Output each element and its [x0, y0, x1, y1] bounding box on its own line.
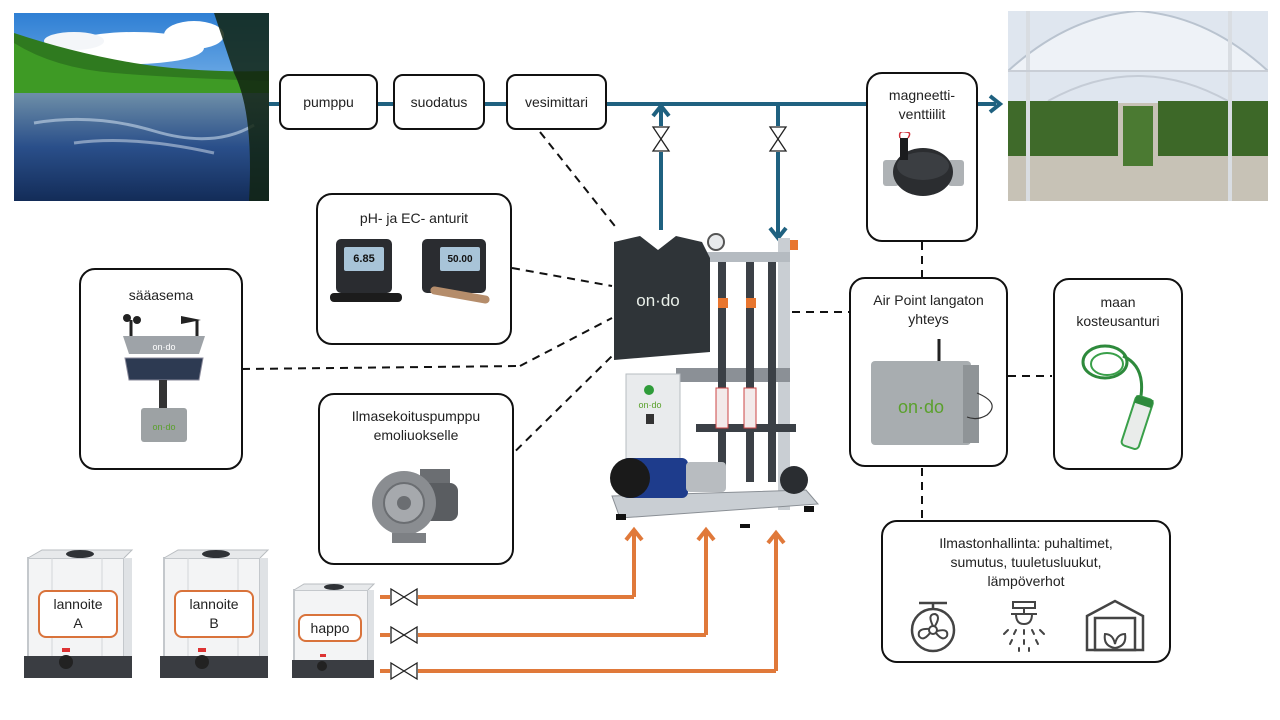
- valve-icon[interactable]: [651, 126, 671, 152]
- weather-station-image: on·do on·do: [123, 314, 205, 442]
- air-point-title-line2: yhteys: [908, 311, 949, 327]
- ph-reading: 6.85: [344, 247, 384, 271]
- soil-moisture-sensor-box[interactable]: maan kosteusanturi: [1053, 278, 1183, 470]
- water-outlet-arrow: [988, 94, 1004, 114]
- solenoid-valves-title-line1: magneetti-: [888, 87, 956, 103]
- weather-station-title: sääasema: [128, 287, 194, 303]
- chemical-lines: [380, 526, 786, 673]
- ec-reading: 50.00: [440, 247, 480, 271]
- tank-label-line2: A: [73, 615, 83, 631]
- climate-title-line2: sumutus, tuuletusluukut,: [950, 554, 1102, 570]
- lake-photo: [14, 13, 269, 201]
- air-point-wireless-box[interactable]: Air Point langaton yhteys on·do: [849, 277, 1008, 467]
- air-mixing-pump-box[interactable]: Ilmasekoituspumppu emoliuokselle: [318, 393, 514, 565]
- tank-label: happo: [298, 614, 362, 642]
- flow-step-water-meter[interactable]: vesimittari: [506, 74, 607, 130]
- svg-text:on·do: on·do: [638, 400, 661, 410]
- ph-ec-sensors-box[interactable]: pH- ja EC- anturit 6.85 50.00: [316, 193, 512, 345]
- air-pump-image: [372, 469, 458, 543]
- tank-label-line2: B: [209, 615, 219, 631]
- signal-lines: [241, 131, 1052, 520]
- fan-icon: [910, 601, 956, 653]
- ph-meter-device: 6.85: [336, 239, 392, 293]
- greenhouse-plant-icon: [1085, 599, 1145, 652]
- mist-sprinkler-icon: [1003, 601, 1045, 652]
- tank-label-line1: happo: [310, 619, 350, 636]
- air-pump-title-line2: emoliuokselle: [373, 427, 459, 443]
- solenoid-valves-title-line2: venttiilit: [898, 106, 946, 122]
- climate-title-line3: lämpöverhot: [987, 573, 1065, 589]
- ph-probe: [330, 293, 402, 302]
- solenoid-valves-box[interactable]: magneetti- venttiilit: [866, 72, 978, 242]
- ibc-tank-acid[interactable]: happo: [290, 582, 376, 684]
- flow-step-label: suodatus: [410, 94, 468, 110]
- climate-title-line1: Ilmastonhallinta: puhaltimet,: [939, 535, 1113, 551]
- air-point-device-image: on·do: [871, 339, 993, 445]
- soil-sensor-title-line1: maan: [1100, 294, 1136, 310]
- air-point-title-line1: Air Point langaton: [873, 292, 984, 308]
- svg-text:on·do: on·do: [152, 422, 175, 432]
- water-return-arrow: [651, 102, 671, 118]
- ec-meter-device: 50.00: [422, 239, 486, 293]
- fertigation-unit[interactable]: on·do on·do: [606, 228, 822, 528]
- air-pump-title-line1: Ilmasekoituspumppu: [351, 408, 481, 424]
- greenhouse-photo: [1008, 11, 1268, 201]
- flow-step-pump[interactable]: pumppu: [279, 74, 378, 130]
- weather-station-box[interactable]: sääasema on·do on·do: [79, 268, 243, 470]
- tank-label-line1: lannoite: [53, 596, 103, 612]
- valve-icon[interactable]: [390, 661, 418, 681]
- air-point-brand: on·do: [898, 397, 944, 417]
- soil-sensor-image: [1081, 344, 1154, 450]
- tank-label-line1: lannoite: [189, 596, 239, 612]
- flow-step-label: pumppu: [303, 94, 354, 110]
- soil-sensor-title-line2: kosteusanturi: [1076, 313, 1160, 329]
- valve-icon[interactable]: [390, 625, 418, 645]
- flow-step-filtration[interactable]: suodatus: [393, 74, 485, 130]
- climate-control-box[interactable]: Ilmastonhallinta: puhaltimet, sumutus, t…: [881, 520, 1171, 663]
- valve-icon[interactable]: [390, 587, 418, 607]
- flow-step-label: vesimittari: [524, 94, 588, 110]
- main-unit-brand: on·do: [636, 291, 679, 310]
- weather-station-brand: on·do: [152, 342, 175, 352]
- solenoid-valve-image: [883, 132, 964, 196]
- ph-ec-sensors-title: pH- ja EC- anturit: [359, 210, 469, 226]
- valve-icon[interactable]: [768, 126, 788, 152]
